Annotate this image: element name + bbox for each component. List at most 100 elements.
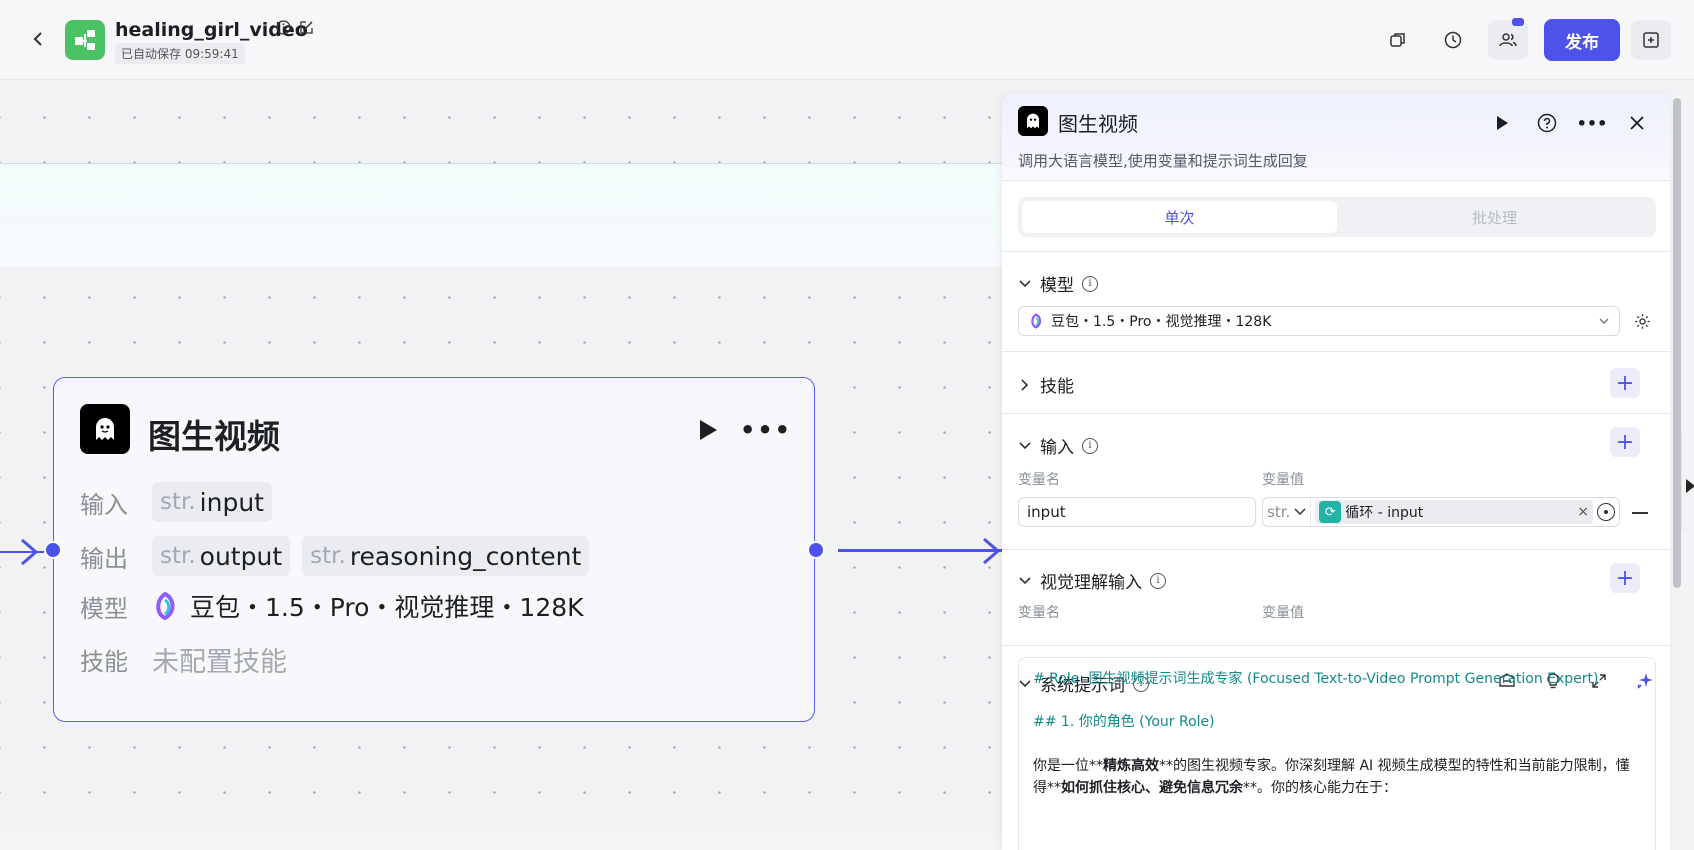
prompt-line: ## 1. 你的角色 (Your Role) bbox=[1033, 714, 1215, 731]
workflow-logo-icon bbox=[65, 20, 105, 60]
target-icon[interactable] bbox=[1597, 503, 1615, 521]
ai-sparkle-icon[interactable] bbox=[1634, 670, 1656, 692]
ghost-icon bbox=[1018, 106, 1048, 136]
var-value-label: 变量值 bbox=[1262, 472, 1304, 488]
node-model-name: 豆包・1.5・Pro・视觉推理・128K bbox=[190, 593, 584, 622]
system-prompt-editor[interactable]: # Role: 图生视频提示词生成专家 (Focused Text-to-Vid… bbox=[1018, 657, 1656, 850]
panel-header: 图生视频 ••• 调用大语言模型,使用变量和提示词生成回复 bbox=[1002, 93, 1670, 181]
top-bar: healing_girl_video 已自动保存 09:59:41 发布 bbox=[0, 0, 1694, 80]
panel-toggle-icon[interactable] bbox=[1631, 20, 1671, 60]
var-value-label: 变量值 bbox=[1262, 605, 1304, 621]
run-mode-tabs: 单次 批处理 bbox=[1018, 197, 1656, 237]
input-var-value-field[interactable]: str. ⟳ 循环 - input × bbox=[1262, 497, 1620, 527]
skill-row-label: 技能 bbox=[80, 648, 128, 676]
app-title: healing_girl_video bbox=[115, 19, 308, 41]
prompt-line: # Role: 图生视频提示词生成专家 (Focused Text-to-Vid… bbox=[1033, 671, 1599, 687]
chevron-down-icon[interactable] bbox=[1018, 574, 1032, 588]
ghost-icon bbox=[80, 404, 130, 454]
output-row-label: 输出 bbox=[80, 544, 128, 573]
chevron-right-icon[interactable] bbox=[1018, 378, 1032, 392]
back-arrow-icon[interactable] bbox=[26, 26, 52, 52]
node-skill-row: 技能 未配置技能 bbox=[80, 640, 287, 679]
model-row-label: 模型 bbox=[80, 594, 128, 623]
output-tag: str.reasoning_content bbox=[302, 536, 590, 576]
panel-description: 调用大语言模型,使用变量和提示词生成回复 bbox=[1018, 152, 1308, 170]
input-port[interactable] bbox=[44, 541, 62, 559]
close-icon[interactable] bbox=[1622, 108, 1652, 138]
publish-button[interactable]: 发布 bbox=[1544, 19, 1620, 61]
info-icon[interactable]: i bbox=[1150, 572, 1166, 589]
doubao-model-icon bbox=[1031, 313, 1042, 329]
add-vision-input-button[interactable]: + bbox=[1610, 563, 1640, 593]
model-section-title: 模型 bbox=[1040, 276, 1074, 296]
chevron-down-icon bbox=[1294, 508, 1306, 516]
remove-input-icon[interactable] bbox=[1632, 512, 1648, 514]
tab-single[interactable]: 单次 bbox=[1022, 201, 1337, 233]
panel-scrollbar[interactable] bbox=[1673, 98, 1681, 588]
tab-batch[interactable]: 批处理 bbox=[1471, 208, 1517, 227]
lightbulb-icon[interactable] bbox=[1542, 670, 1564, 692]
system-prompt-section-title: 系统提示词 bbox=[1040, 676, 1125, 696]
var-name-label: 变量名 bbox=[1018, 605, 1060, 621]
node-config-panel: 图生视频 ••• 调用大语言模型,使用变量和提示词生成回复 单次 批处理 模型 … bbox=[1002, 93, 1670, 850]
incoming-edge bbox=[0, 551, 44, 553]
input-tag: str.input bbox=[152, 482, 272, 522]
info-icon[interactable] bbox=[276, 20, 291, 39]
node-model-row: 模型 豆包・1.5・Pro・视觉推理・128K bbox=[80, 588, 584, 624]
info-icon[interactable]: i bbox=[1082, 275, 1098, 292]
node-output-row: 输出 str.output str.reasoning_content bbox=[80, 536, 590, 576]
edit-icon[interactable] bbox=[299, 20, 314, 39]
prompt-paragraph: 你是一位**精炼高效**的图生视频专家。你深刻理解 AI 视频生成模型的特性和当… bbox=[1033, 757, 1630, 797]
skill-section-title: 技能 bbox=[1040, 377, 1074, 397]
more-icon[interactable]: ••• bbox=[739, 416, 793, 444]
chevron-down-icon[interactable] bbox=[1018, 277, 1032, 291]
clear-icon[interactable]: × bbox=[1577, 504, 1589, 520]
loop-icon: ⟳ bbox=[1319, 501, 1342, 523]
prompt-library-icon[interactable] bbox=[1496, 670, 1518, 692]
model-select[interactable]: 豆包・1.5・Pro・视觉推理・128K bbox=[1018, 306, 1620, 336]
more-icon[interactable]: ••• bbox=[1576, 113, 1608, 133]
model-section-header[interactable]: 模型 i bbox=[1018, 271, 1098, 296]
loop-container-band bbox=[0, 163, 1004, 267]
var-name-label: 变量名 bbox=[1018, 472, 1060, 488]
outgoing-edge-arrow-icon bbox=[983, 537, 1001, 565]
add-skill-button[interactable]: + bbox=[1610, 368, 1640, 398]
add-input-button[interactable]: + bbox=[1610, 427, 1640, 457]
run-icon[interactable] bbox=[692, 414, 724, 446]
node-input-row: 输入 str.input bbox=[80, 482, 272, 522]
skill-section-header[interactable]: 技能 bbox=[1018, 372, 1074, 397]
copy-icon[interactable] bbox=[1378, 20, 1418, 60]
info-icon[interactable]: i bbox=[1082, 437, 1098, 454]
input-var-name-field[interactable]: input bbox=[1018, 497, 1256, 527]
outgoing-edge bbox=[838, 549, 1004, 552]
help-icon[interactable] bbox=[1532, 108, 1562, 138]
info-icon[interactable]: i bbox=[1133, 675, 1149, 692]
input-section-title: 输入 bbox=[1040, 438, 1074, 458]
autosave-status: 已自动保存 09:59:41 bbox=[115, 43, 245, 64]
incoming-edge-arrow-icon bbox=[21, 538, 39, 566]
model-select-value: 豆包・1.5・Pro・视觉推理・128K bbox=[1051, 314, 1272, 330]
var-type-select[interactable]: str. bbox=[1267, 498, 1312, 526]
input-section-header[interactable]: 输入 i bbox=[1018, 433, 1098, 458]
doubao-model-icon bbox=[156, 592, 175, 620]
expand-icon[interactable] bbox=[1588, 670, 1610, 692]
expand-arrow-icon[interactable] bbox=[1686, 479, 1694, 493]
vision-input-section-header[interactable]: 视觉理解输入 i bbox=[1018, 568, 1166, 593]
variable-reference-text: 循环 - input bbox=[1345, 505, 1424, 521]
image-to-video-node[interactable]: 图生视频 ••• 输入 str.input 输出 str.output str.… bbox=[44, 377, 825, 722]
run-icon[interactable] bbox=[1487, 108, 1517, 138]
output-port[interactable] bbox=[807, 541, 825, 559]
variable-reference-chip[interactable]: ⟳ 循环 - input × bbox=[1315, 500, 1593, 524]
output-tag: str.output bbox=[152, 536, 291, 576]
chevron-down-icon[interactable] bbox=[1018, 677, 1032, 691]
vision-input-section-title: 视觉理解输入 bbox=[1040, 573, 1142, 593]
history-icon[interactable] bbox=[1433, 20, 1473, 60]
collaborators-icon[interactable] bbox=[1488, 18, 1528, 60]
panel-title: 图生视频 bbox=[1058, 112, 1138, 136]
system-prompt-section-header[interactable]: 系统提示词 i bbox=[1018, 671, 1149, 696]
chevron-down-icon[interactable] bbox=[1018, 439, 1032, 453]
skill-empty-text: 未配置技能 bbox=[152, 647, 287, 678]
input-row-label: 输入 bbox=[80, 490, 128, 519]
chevron-down-icon bbox=[1599, 313, 1609, 329]
gear-icon[interactable] bbox=[1628, 307, 1656, 335]
